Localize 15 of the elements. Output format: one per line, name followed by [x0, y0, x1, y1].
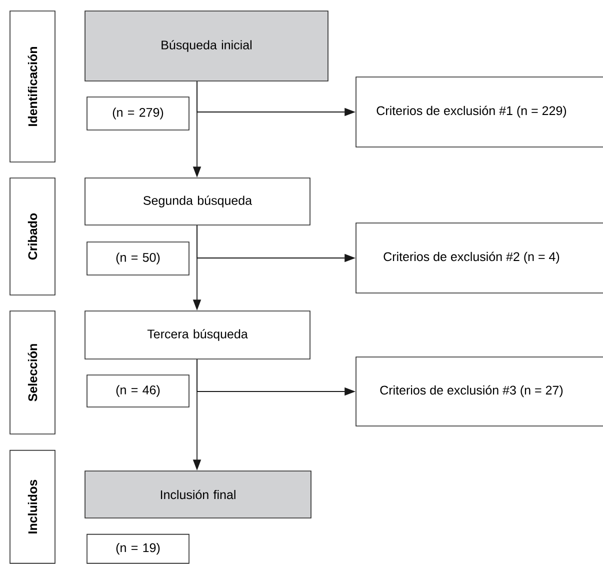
exclusion-box: Criterios de exclusión #3 (n = 27)	[356, 356, 603, 426]
phase-label-box: Identificación	[10, 10, 56, 162]
phase-label-box: Incluidos	[10, 450, 56, 564]
exclusion-box: Criterios de exclusión #2 (n = 4)	[356, 222, 603, 294]
count-box: (n = 279)	[86, 96, 190, 130]
process-box: Búsqueda inicial	[84, 10, 328, 82]
process-box: Segunda búsqueda	[84, 178, 310, 226]
exclusion-box: Criterios de exclusión #1 (n = 229)	[356, 76, 603, 148]
process-box: Tercera búsqueda	[84, 310, 310, 360]
count-box: (n = 50)	[86, 242, 190, 276]
phase-label-box: Selección	[10, 310, 56, 434]
phase-label-box: Cribado	[10, 178, 56, 296]
count-box: (n = 19)	[86, 534, 190, 564]
count-box: (n = 46)	[86, 374, 190, 408]
process-box: Inclusión final	[84, 470, 312, 518]
